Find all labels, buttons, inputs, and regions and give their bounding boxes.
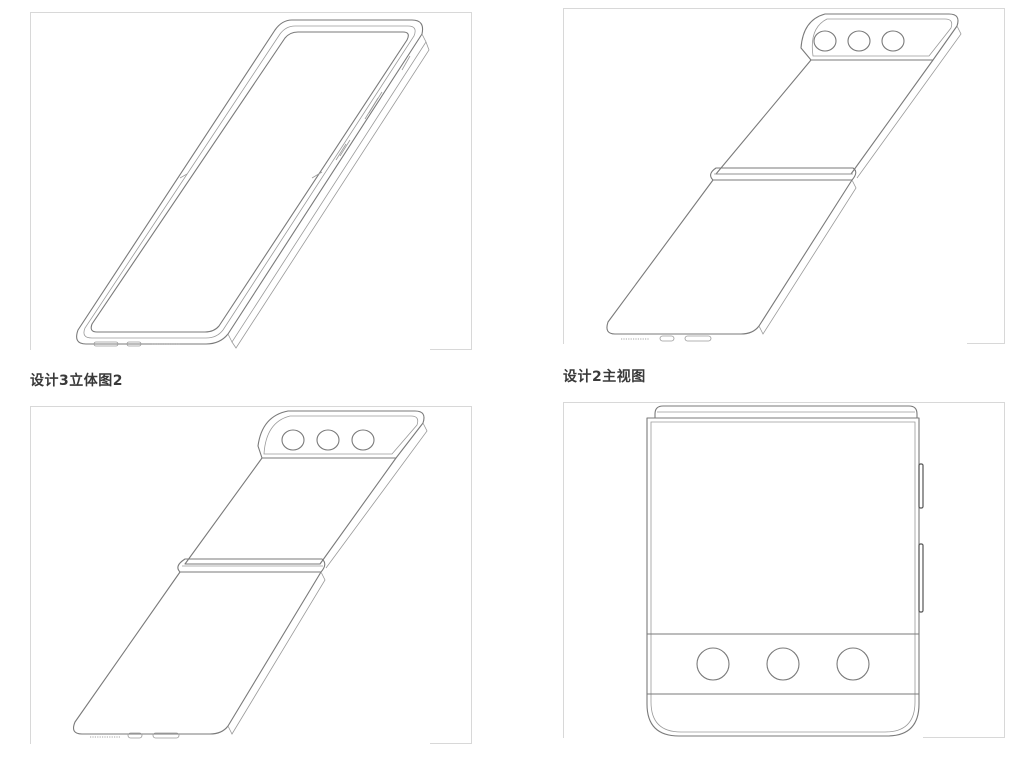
- foldable-phone-front-drawing: [646, 405, 924, 737]
- caption-design-3-perspective: 设计3立体图2: [30, 373, 123, 389]
- panel-frame-right: [1004, 8, 1005, 344]
- foldable-phone-closed-drawing: [606, 13, 962, 342]
- panel-frame-bottom: [430, 349, 472, 350]
- foldable-phone-open-drawing: [76, 19, 430, 349]
- panel-frame-bottom: [923, 737, 1005, 738]
- panel-frame-left: [563, 402, 564, 738]
- panel-frame-right: [1004, 402, 1005, 738]
- panel-frame-top: [563, 402, 1005, 403]
- panel-frame-bottom: [430, 743, 472, 744]
- foldable-phone-closed-drawing: [73, 410, 428, 739]
- panel-frame-top: [563, 8, 1005, 9]
- panel-closed-phone-front-view: [563, 402, 1005, 740]
- panel-frame-right: [471, 406, 472, 744]
- panel-frame-right: [471, 12, 472, 350]
- panel-frame-bottom: [967, 343, 1005, 344]
- panel-frame-left: [30, 12, 31, 350]
- panel-frame-top: [30, 406, 472, 407]
- panel-closed-phone-perspective-a: [563, 8, 1005, 346]
- panel-closed-phone-perspective-b: [30, 406, 472, 746]
- panel-frame-left: [30, 406, 31, 744]
- panel-open-phone-perspective: [30, 12, 472, 352]
- panel-frame-left: [563, 8, 564, 344]
- caption-design-2-front-view: 设计2主视图: [563, 369, 646, 385]
- panel-frame-top: [30, 12, 472, 13]
